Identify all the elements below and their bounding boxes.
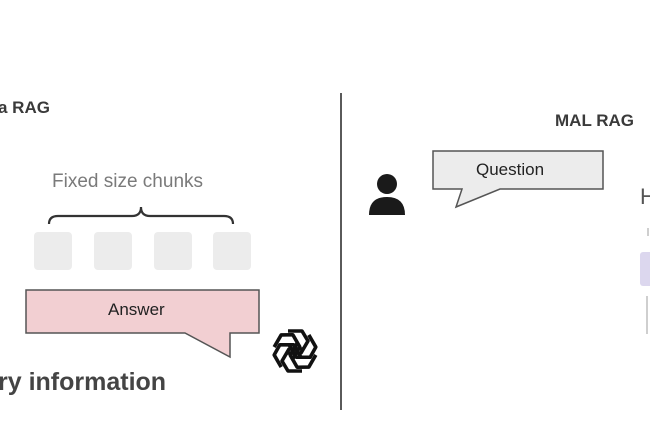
curly-brace-icon <box>47 206 235 225</box>
user-icon <box>369 174 405 215</box>
question-label: Question <box>476 160 545 179</box>
partial-text: H <box>640 184 650 209</box>
panel-divider <box>340 93 342 410</box>
answer-bubble <box>25 289 260 359</box>
chunks-label: Fixed size chunks <box>52 171 204 192</box>
chunk-box <box>154 232 192 270</box>
answer-label: Answer <box>108 300 165 319</box>
chunk-box <box>94 232 132 270</box>
chunk-box <box>213 232 251 270</box>
left-panel-title: a RAG <box>0 98 50 117</box>
edge-mark <box>647 228 649 236</box>
question-bubble <box>432 150 604 209</box>
chunk-box <box>34 232 72 270</box>
accent-box <box>640 252 650 286</box>
edge-mark <box>646 296 648 334</box>
bottom-text: ry information <box>0 368 167 396</box>
right-panel-title: MAL RAG <box>555 111 635 130</box>
openai-logo-icon <box>272 329 318 373</box>
